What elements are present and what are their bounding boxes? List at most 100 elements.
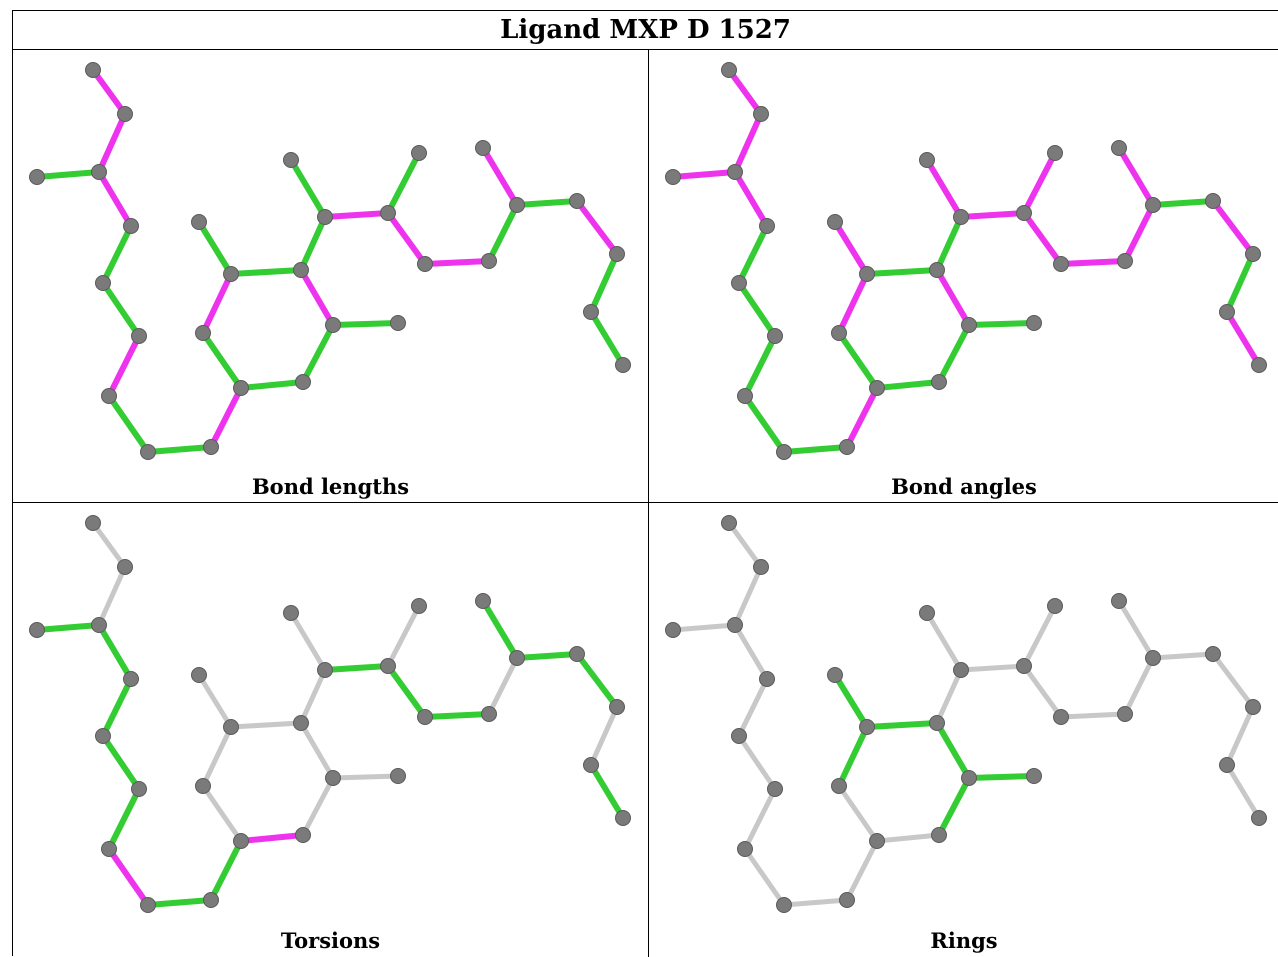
atom-2 [29,169,45,185]
bond-21-22 [422,711,492,720]
atom-10 [233,833,249,849]
atom-29 [1026,768,1042,784]
bond-11-12 [936,775,972,838]
atom-2 [665,622,681,638]
bond-9-10 [208,385,244,450]
bond-11-12 [300,775,336,838]
bond-10-11 [874,832,942,844]
bond-10-15 [200,783,244,844]
atom-24 [475,593,491,609]
atom-6 [767,781,783,797]
atom-12 [961,317,977,333]
bond-21-22 [1058,258,1128,267]
bond-19-21 [1021,210,1064,267]
bond-1-3 [96,111,128,175]
bond-12-13 [934,267,972,328]
bond-19-20 [385,150,422,216]
bond-13-18 [934,667,964,726]
atom-7 [737,388,753,404]
bond-14-15 [836,271,870,336]
atom-16 [191,667,207,683]
atom-8 [776,444,792,460]
atom-27 [583,304,599,320]
bond-11-12 [936,322,972,385]
atom-15 [831,778,847,794]
bond-22-23 [1122,655,1156,717]
bond-23-25 [1150,198,1216,208]
bond-13-14 [864,720,940,730]
atom-0 [85,515,101,531]
atom-12 [325,317,341,333]
bond-14-16 [832,672,870,730]
atom-5 [731,275,747,291]
molecule-bond-lengths [29,62,631,460]
atom-14 [223,266,239,282]
atom-26 [1245,246,1261,262]
atom-24 [1111,593,1127,609]
bond-18-19 [958,210,1027,220]
atom-14 [223,719,239,735]
atom-24 [1111,140,1127,156]
bond-10-15 [836,330,880,391]
bond-6-7 [106,333,142,399]
atom-16 [827,667,843,683]
bond-0-1 [90,520,128,570]
atom-13 [293,262,309,278]
atom-0 [721,515,737,531]
bond-12-29 [966,320,1037,328]
atom-20 [411,145,427,161]
bond-11-12 [300,322,336,385]
bond-12-29 [966,773,1037,781]
atom-25 [1205,193,1221,209]
atom-13 [929,715,945,731]
atom-0 [721,62,737,78]
bond-7-8 [106,846,151,908]
atom-3 [727,164,743,180]
atom-24 [475,140,491,156]
bond-25-26 [1210,651,1256,710]
atom-23 [1145,650,1161,666]
atom-3 [727,617,743,633]
atom-20 [1047,145,1063,161]
bond-5-6 [736,280,778,339]
bond-18-19 [322,210,391,220]
atom-1 [753,106,769,122]
atom-22 [1117,706,1133,722]
bond-13-14 [864,267,940,277]
atom-4 [759,218,775,234]
bond-27-28 [1224,309,1262,368]
bond-23-25 [514,198,580,208]
bond-23-24 [1116,598,1156,661]
atom-19 [1016,205,1032,221]
bond-23-25 [514,651,580,661]
atom-0 [85,62,101,78]
bond-8-9 [781,444,850,455]
atom-9 [203,439,219,455]
atom-1 [117,559,133,575]
atom-18 [317,209,333,225]
bond-13-14 [228,267,304,277]
atom-26 [1245,699,1261,715]
panel-bond-lengths: Bond lengths [13,50,649,503]
bond-10-15 [836,783,880,844]
panel-rings: Rings [649,503,1278,957]
atom-21 [417,256,433,272]
bond-17-18 [924,610,964,673]
bond-3-4 [732,169,770,229]
atom-7 [101,388,117,404]
bond-9-10 [844,385,880,450]
caption-rings: Rings [930,928,998,953]
bond-14-16 [196,219,234,277]
atom-13 [293,715,309,731]
bond-23-24 [480,145,520,208]
atom-29 [390,768,406,784]
atom-4 [759,671,775,687]
bond-25-26 [1210,198,1256,257]
atom-2 [665,169,681,185]
bond-10-15 [200,330,244,391]
atom-28 [1251,357,1267,373]
atom-19 [1016,658,1032,674]
bond-4-5 [736,676,770,739]
atom-9 [203,892,219,908]
atom-22 [481,253,497,269]
